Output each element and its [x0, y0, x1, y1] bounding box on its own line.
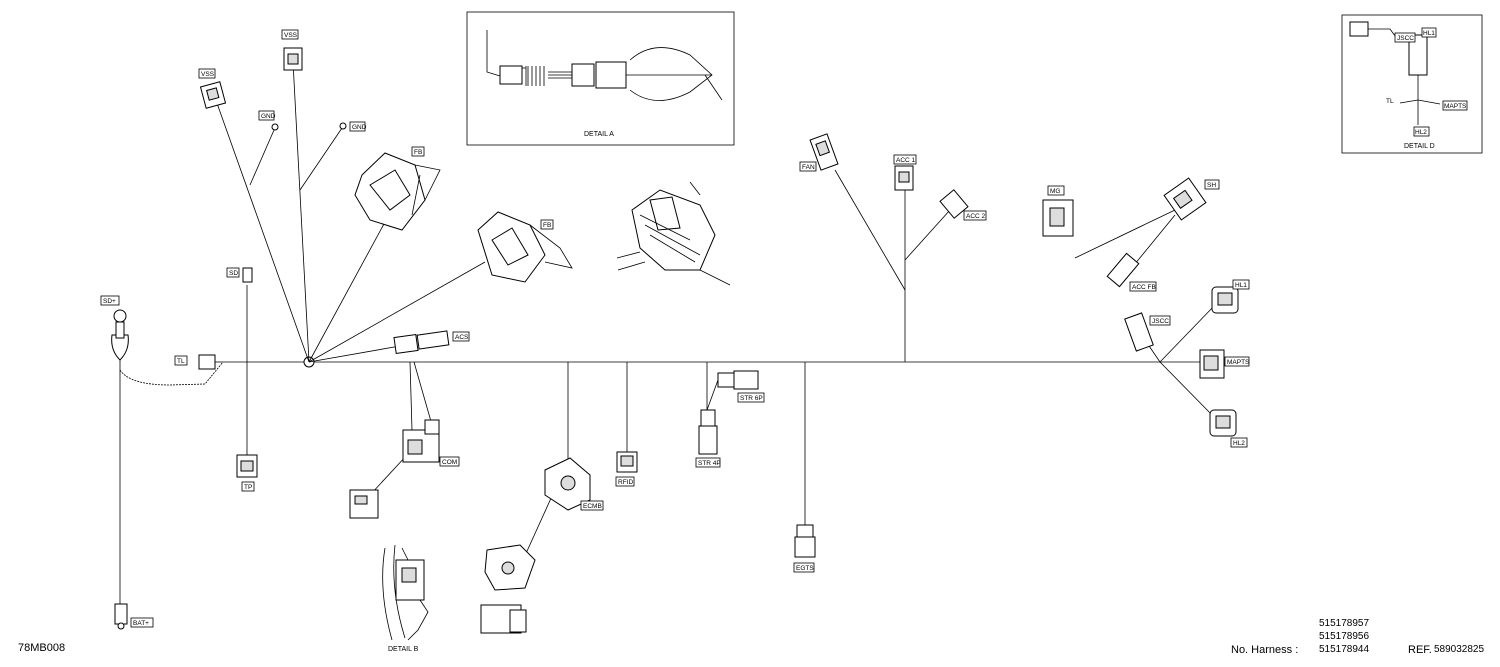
label-sh: SH: [1207, 182, 1216, 189]
hl2-connector: [1209, 409, 1237, 437]
detail-d-label-hl2: HL2: [1415, 129, 1427, 136]
sd-connector: [242, 267, 253, 283]
ref-number: 589032825: [1434, 644, 1485, 655]
ecmb-connector: [544, 457, 591, 511]
com-sub-connector: [349, 489, 379, 519]
detail-a-title: DETAIL A: [584, 131, 614, 138]
connector-labels: VSS VSS GND GND FB FB SD SD+ TL ACS TP C…: [100, 29, 1250, 653]
fan-connector: [809, 133, 839, 171]
label-sd-plus: SD+: [103, 298, 116, 305]
egts-connector: [794, 524, 816, 558]
tl-connector: [198, 354, 216, 370]
gnd-ring-2: [339, 122, 347, 130]
label-vss-1: VSS: [201, 71, 215, 78]
label-fb-2: FB: [543, 222, 551, 229]
fb-connector-1: [354, 152, 441, 231]
harness-number-3: 515178944: [1319, 644, 1370, 655]
label-hl1: HL1: [1235, 282, 1247, 289]
detail-d-label-mapts: MAPTS: [1444, 103, 1467, 110]
label-egts: EGTS: [796, 565, 814, 572]
ecm-module-lower: [484, 544, 536, 591]
detail-a-panel: DETAIL A: [466, 11, 735, 146]
label-acc-1: ACC 1: [896, 157, 916, 164]
mg-connector: [1042, 199, 1074, 237]
jscc-connector: [1124, 312, 1154, 352]
detail-d-panel: JSCC HL1 TL MAPTS HL2 DETAIL D: [1341, 14, 1483, 154]
detail-d-label-jscc: JSCC: [1397, 35, 1414, 42]
detail-d-label-hl1: HL1: [1423, 30, 1435, 37]
rfid-connector: [616, 451, 638, 473]
fb-connector-2: [477, 211, 573, 283]
label-gnd-1: GND: [261, 113, 276, 120]
detail-d-label-tl: TL: [1386, 98, 1394, 105]
sh-connector: [1163, 177, 1207, 221]
connector-shapes: [111, 47, 1239, 641]
label-rfid: RFID: [618, 479, 633, 486]
label-vss-2: VSS: [284, 32, 298, 39]
label-acs: ACS: [455, 334, 469, 341]
label-com: COM: [442, 459, 457, 466]
vss-connector-2: [283, 47, 303, 71]
acc-2-connector: [939, 189, 969, 219]
label-str-4p: STR 4P: [698, 460, 721, 467]
harness-label: No. Harness :: [1231, 644, 1299, 656]
detail-b-harness: [382, 544, 429, 641]
bat-plus-connector: [114, 603, 128, 630]
main-trunk: [119, 61, 1216, 605]
label-acc-fb: ACC FB: [1132, 284, 1156, 291]
label-mapts: MAPTS: [1227, 359, 1250, 366]
acs-connector: [393, 330, 450, 355]
str-4p-connector: [698, 409, 718, 455]
ref-label: REF.: [1408, 644, 1432, 656]
gnd-ring-1: [271, 123, 279, 131]
mapts-connector: [1199, 349, 1225, 379]
detail-b-title: DETAIL B: [388, 646, 419, 653]
com-connector: [402, 419, 440, 463]
sd-plus-fuse: [111, 309, 129, 361]
label-jscc: JSCC: [1152, 318, 1169, 325]
label-bat-plus: BAT+: [133, 620, 149, 627]
harness-number-1: 515178957: [1319, 618, 1370, 629]
label-tl: TL: [177, 358, 185, 365]
detail-d-title: DETAIL D: [1404, 143, 1435, 150]
label-tp: TP: [244, 484, 252, 491]
acc-1-connector: [894, 165, 914, 191]
ecm-module-bottom: [480, 604, 527, 634]
label-fb-1: FB: [414, 149, 422, 156]
tp-connector: [236, 454, 258, 478]
label-fan: FAN: [802, 164, 815, 171]
acc-fb-connector: [1106, 252, 1140, 288]
label-sd: SD: [229, 270, 238, 277]
label-hl2: HL2: [1233, 440, 1245, 447]
hl1-connector: [1211, 286, 1239, 314]
label-mg: MG: [1050, 188, 1060, 195]
label-ecmb: ECMB: [583, 503, 602, 510]
label-acc-2: ACC 2: [966, 213, 986, 220]
label-str-6p: STR 6P: [740, 395, 763, 402]
label-gnd-2: GND: [352, 124, 367, 131]
harness-number-2: 515178956: [1319, 631, 1370, 642]
str-6p-connector: [717, 370, 759, 390]
central-module: [616, 181, 731, 286]
vss-connector-1: [199, 81, 227, 109]
drawing-code: 78MB008: [18, 642, 66, 654]
